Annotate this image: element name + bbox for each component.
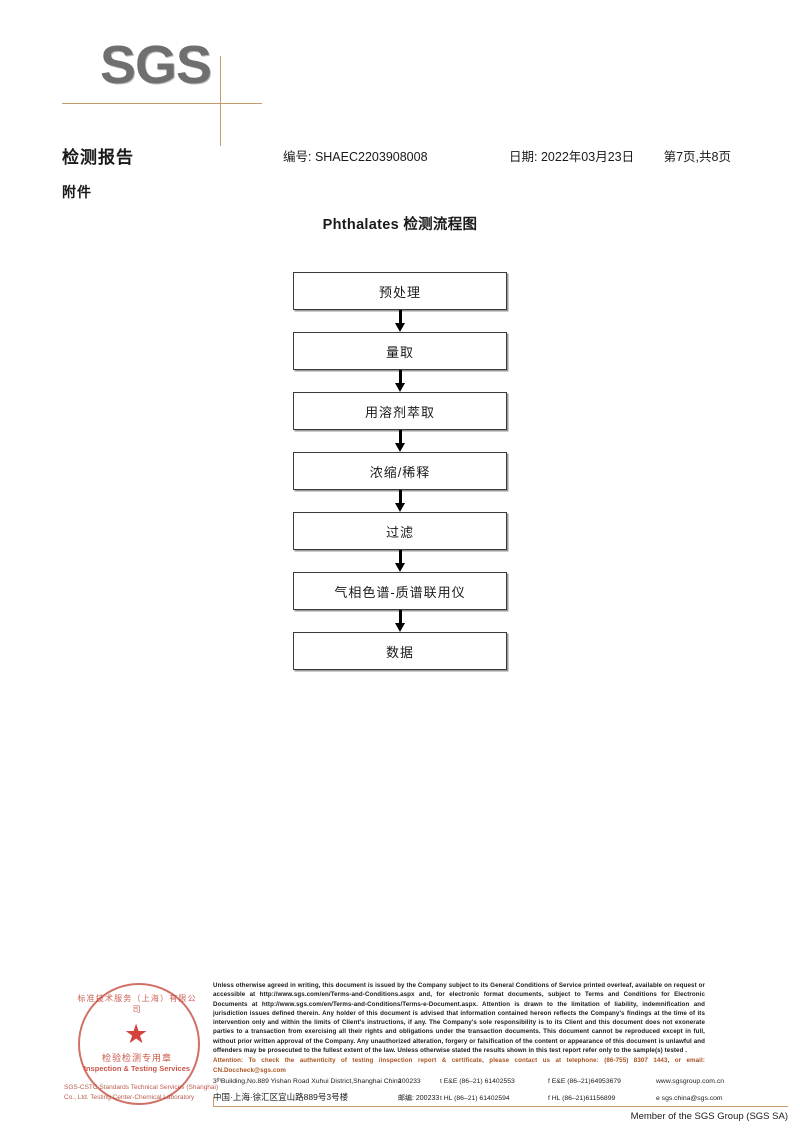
arrow-down-icon (389, 490, 411, 512)
stamp-arc-text: 标准技术服务（上海）有限公司 (77, 994, 197, 1014)
attachment-label: 附件 (62, 184, 92, 200)
legal-disclaimer: Unless otherwise agreed in writing, this… (213, 981, 705, 1075)
flow-step-box: 量取 (293, 332, 507, 370)
footer-tick-mark (213, 1097, 214, 1107)
address-street-cn: 中国·上海·徐汇区宜山路889号3号楼 (213, 1092, 349, 1102)
flow-step-box: 预处理 (293, 272, 507, 310)
arrow-down-icon (389, 310, 411, 332)
page-title: 检测报告 (62, 148, 134, 167)
address-row-english: 3ᵗʰBuilding,No.889 Yishan Road Xuhui Dis… (213, 1078, 788, 1091)
flowchart-steps: 预处理 量取 用溶剂萃取 浓缩/稀释 过滤 气相色谱-质谱联用仪 数据 (0, 272, 800, 670)
address-street-en: 3ᵗʰBuilding,No.889 Yishan Road Xuhui Dis… (213, 1078, 402, 1085)
page-number: 第7页,共8页 (663, 150, 731, 164)
page-footer: 标准技术服务（上海）有限公司 ★ 检验检测专用章 Inspection & Te… (0, 975, 800, 1131)
address-zip-cn: 邮编: 200233 (398, 1095, 440, 1102)
arrow-down-icon (389, 370, 411, 392)
flowchart-title: Phthalates 检测流程图 (322, 217, 478, 233)
sgs-wordmark-text: SGS (100, 35, 212, 95)
flow-step-box: 气相色谱-质谱联用仪 (293, 572, 507, 610)
page-header: SGS 检测报告 附件 编号: SHAEC2203908008 日期: 2022… (0, 0, 800, 210)
stamp-english-text: Inspection & Testing Services (83, 1064, 191, 1073)
footer-divider (213, 1106, 788, 1107)
address-fax-ee: f E&E (86–21)64953679 (548, 1078, 621, 1085)
address-zip-en: 200233 (398, 1078, 421, 1085)
arrow-down-icon (389, 610, 411, 632)
address-row-chinese: 中国·上海·徐汇区宜山路889号3号楼 邮编: 200233 t HL (86–… (213, 1091, 788, 1104)
stamp-company-name: SGS-CSTC Standards Technical Services (S… (64, 1084, 219, 1101)
star-icon: ★ (124, 1019, 149, 1049)
address-tel-ee: t E&E (86–21) 61402553 (440, 1078, 515, 1085)
logo-horizontal-rule (62, 103, 262, 104)
flow-step-box: 过滤 (293, 512, 507, 550)
legal-attention-text: Attention: To check the authenticity of … (213, 1057, 705, 1074)
arrow-down-icon (389, 550, 411, 572)
arrow-down-icon (389, 430, 411, 452)
address-block: 3ᵗʰBuilding,No.889 Yishan Road Xuhui Dis… (213, 1078, 788, 1104)
stamp-chinese-text: 检验检测专用章 (101, 1053, 172, 1063)
address-fax-hl: f HL (86–21)61156899 (548, 1095, 616, 1102)
sgs-group-member-line: Member of the SGS Group (SGS SA) (630, 1111, 788, 1122)
stamp-circle-icon (78, 983, 200, 1105)
flow-step-box: 数据 (293, 632, 507, 670)
report-number: 编号: SHAEC2203908008 (283, 150, 428, 164)
address-tel-hl: t HL (86–21) 61402594 (440, 1095, 510, 1102)
address-email[interactable]: e sgs.china@sgs.com (656, 1095, 723, 1102)
legal-body-text: Unless otherwise agreed in writing, this… (213, 982, 705, 1055)
inspection-stamp: 标准技术服务（上海）有限公司 ★ 检验检测专用章 Inspection & Te… (64, 983, 218, 1111)
report-date: 日期: 2022年03月23日 (509, 150, 635, 164)
sgs-logo: SGS (62, 28, 262, 146)
flow-step-box: 用溶剂萃取 (293, 392, 507, 430)
flowchart-section: Phthalates 检测流程图 预处理 量取 用溶剂萃取 浓缩/稀释 过滤 气… (0, 213, 800, 670)
logo-vertical-rule (220, 56, 221, 146)
report-meta-row: 编号: SHAEC2203908008 日期: 2022年03月23日 第7页,… (283, 146, 731, 165)
address-website[interactable]: www.sgsgroup.com.cn (656, 1078, 724, 1085)
flow-step-box: 浓缩/稀释 (293, 452, 507, 490)
